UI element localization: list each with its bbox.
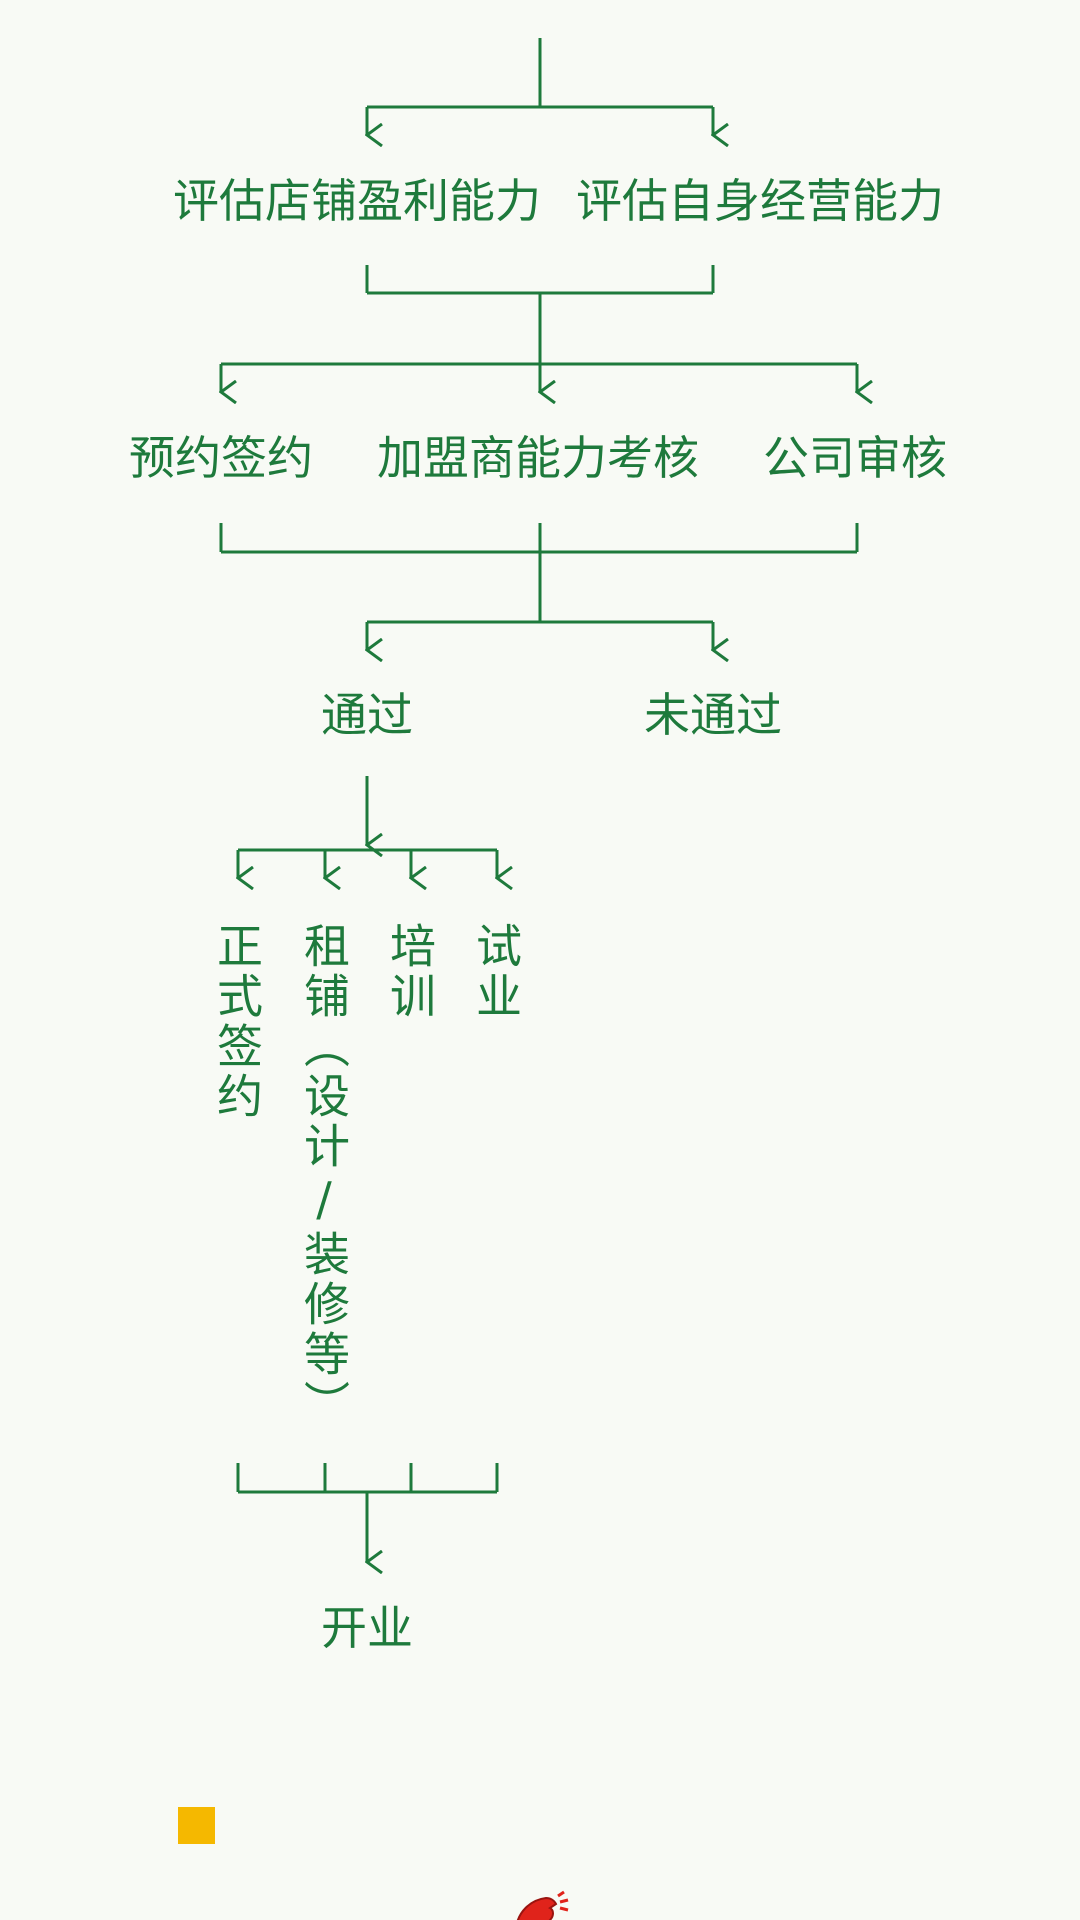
node-trial-operation: 试业 <box>469 922 523 1022</box>
red-mascot-icon <box>510 1890 574 1920</box>
node-evaluate-self-operation: 评估自身经营能力 <box>576 174 944 228</box>
node-passed: 通过 <box>321 688 413 742</box>
node-evaluate-store-profit: 评估店铺盈利能力 <box>173 174 541 228</box>
node-training: 培训 <box>383 922 437 1022</box>
node-formal-signing: 正式签约 <box>210 922 264 1122</box>
node-franchisee-assessment: 加盟商能力考核 <box>377 431 699 485</box>
node-rent-shop: 租铺（设计/装修等） <box>297 922 351 1430</box>
node-company-review: 公司审核 <box>763 431 947 485</box>
yellow-square-bullet-icon <box>178 1807 215 1844</box>
node-opening: 开业 <box>321 1601 413 1655</box>
node-reserve-signing: 预约签约 <box>129 431 313 485</box>
node-not-passed: 未通过 <box>644 688 782 742</box>
